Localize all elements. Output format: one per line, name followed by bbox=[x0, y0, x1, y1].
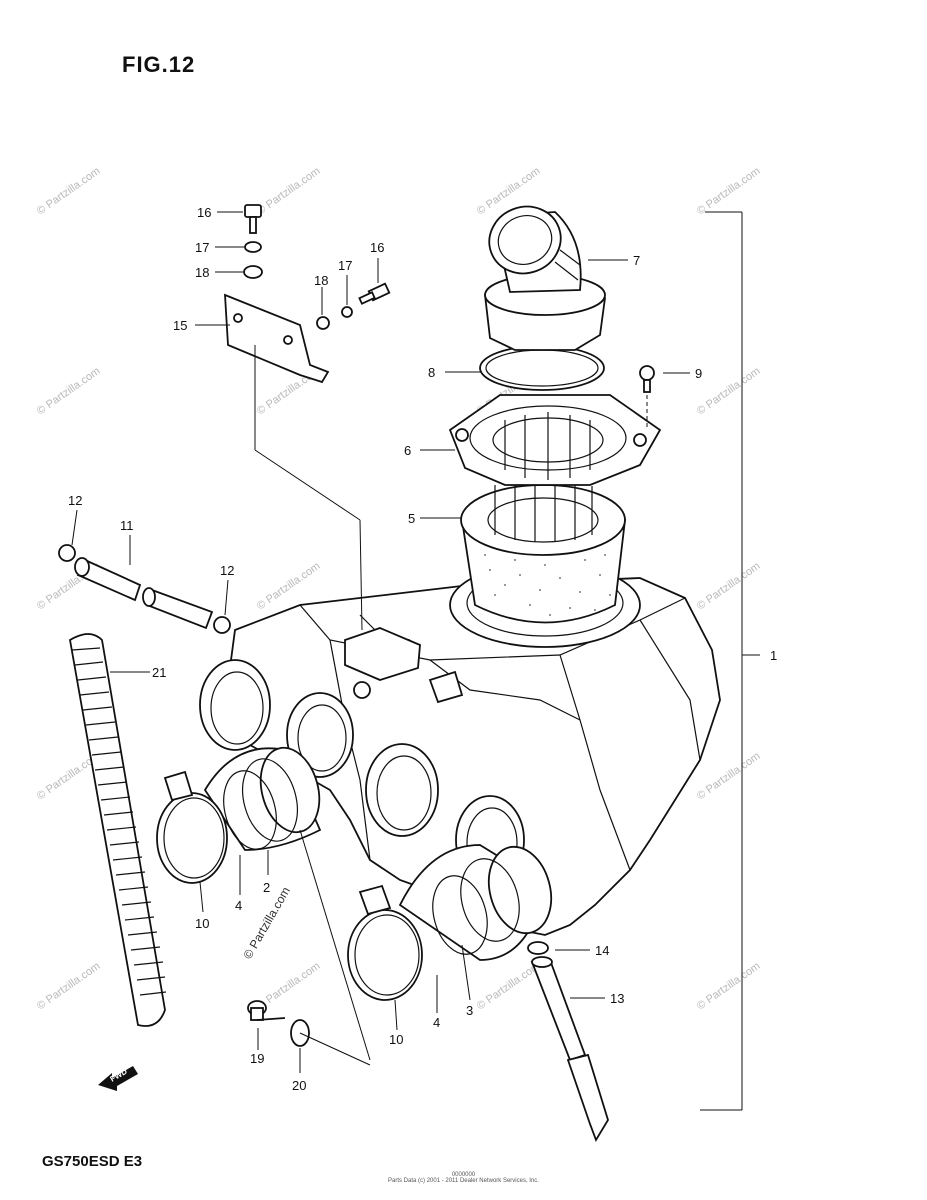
callout-1: 1 bbox=[770, 648, 777, 663]
assembly-bracket bbox=[700, 211, 760, 1111]
corrugated-hose bbox=[69, 633, 167, 1027]
washer-18a bbox=[243, 265, 263, 279]
bolt-19 bbox=[247, 1000, 286, 1021]
callout-12a: 12 bbox=[68, 493, 82, 508]
figure-title: FIG.12 bbox=[122, 52, 196, 77]
model-code: GS750ESD E3 bbox=[42, 1153, 143, 1170]
watermark-text: © Partzilla.com bbox=[695, 165, 763, 217]
footer-text: Parts Data (c) 2001 - 2011 Dealer Networ… bbox=[388, 1178, 539, 1184]
footer-code: 0000000 bbox=[451, 1172, 476, 1178]
inlet-duct bbox=[484, 205, 606, 351]
intake-pipe-right bbox=[347, 844, 553, 1001]
callout-7: 7 bbox=[633, 253, 640, 268]
leader-lines bbox=[71, 211, 690, 1073]
callout-19: 19 bbox=[250, 1051, 264, 1066]
callout-16a: 16 bbox=[197, 205, 211, 220]
callout-5: 5 bbox=[408, 511, 415, 526]
callout-13: 13 bbox=[610, 991, 624, 1006]
callout-14: 14 bbox=[595, 943, 609, 958]
washer-18b bbox=[316, 316, 330, 330]
drain-plug bbox=[527, 941, 609, 1143]
callout-4a: 4 bbox=[235, 898, 242, 913]
screw-9 bbox=[639, 365, 655, 430]
callout-20: 20 bbox=[292, 1078, 306, 1093]
callout-18b: 18 bbox=[314, 273, 328, 288]
intake-pipe-left bbox=[156, 746, 322, 884]
watermark-text: © Partzilla.com bbox=[255, 165, 323, 217]
callout-16b: 16 bbox=[370, 240, 384, 255]
watermark-text: © Partzilla.com bbox=[35, 165, 103, 217]
air-cleaner-cap bbox=[448, 394, 662, 486]
callout-9: 9 bbox=[695, 366, 702, 381]
callout-2: 2 bbox=[263, 880, 270, 895]
watermark-text: © Partzilla.com bbox=[475, 960, 543, 1012]
watermark-text: © Partzilla.com bbox=[695, 365, 763, 417]
callout-11: 11 bbox=[120, 518, 134, 533]
callout-15: 15 bbox=[173, 318, 187, 333]
bolt-16b bbox=[358, 282, 391, 305]
watermark-text: © Partzilla.com bbox=[35, 365, 103, 417]
callout-18a: 18 bbox=[195, 265, 209, 280]
callout-3: 3 bbox=[466, 1003, 473, 1018]
callout-10b: 10 bbox=[389, 1032, 403, 1047]
fwd-arrow-icon: FWD bbox=[98, 1066, 138, 1091]
air-filter-element bbox=[460, 480, 627, 624]
drain-hose bbox=[58, 544, 231, 634]
washer-17a bbox=[244, 241, 262, 253]
watermark-text: © Partzilla.com bbox=[35, 960, 103, 1012]
watermark-text: © Partzilla.com bbox=[695, 960, 763, 1012]
bolt-16a bbox=[244, 204, 262, 234]
callout-labels: 1 2 3 4 4 5 6 7 8 9 10 10 11 12 12 13 14… bbox=[68, 205, 777, 1093]
callout-10a: 10 bbox=[195, 916, 209, 931]
callout-6: 6 bbox=[404, 443, 411, 458]
mounting-bracket bbox=[224, 293, 363, 631]
footer: 0000000 Parts Data (c) 2001 - 2011 Deale… bbox=[0, 1172, 927, 1184]
washer-17b bbox=[341, 306, 353, 318]
watermark-text: © Partzilla.com bbox=[695, 560, 763, 612]
callout-8: 8 bbox=[428, 365, 435, 380]
callout-17b: 17 bbox=[338, 258, 352, 273]
watermark-text: © Partzilla.com bbox=[240, 884, 293, 961]
callout-12b: 12 bbox=[220, 563, 234, 578]
o-ring bbox=[479, 345, 605, 391]
callout-21: 21 bbox=[152, 665, 166, 680]
watermark-text: © Partzilla.com bbox=[695, 750, 763, 802]
callout-4b: 4 bbox=[433, 1015, 440, 1030]
callout-17a: 17 bbox=[195, 240, 209, 255]
